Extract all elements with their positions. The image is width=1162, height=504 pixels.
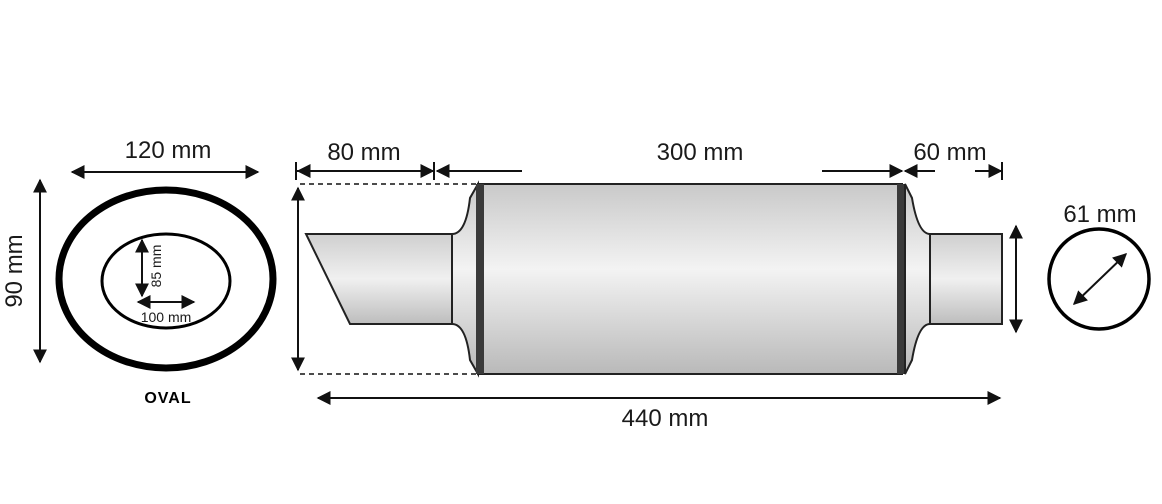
inlet-tip xyxy=(304,233,453,325)
oval-height-label: 90 mm xyxy=(1,234,28,307)
overall-length-label: 440 mm xyxy=(622,405,709,432)
body-right-band xyxy=(897,184,905,374)
oval-outer-ring xyxy=(55,186,277,372)
outlet-diameter-label: 61 mm xyxy=(1063,201,1136,228)
outlet-diameter-arrow xyxy=(1072,253,1128,305)
oval-inner-height-label: 85 mm xyxy=(148,245,164,288)
inlet-cone xyxy=(451,180,479,378)
body-left-band xyxy=(476,184,484,374)
oval-inner-ring xyxy=(100,232,232,330)
body-length-label: 300 mm xyxy=(657,139,744,166)
oval-end-view: 120 mm 90 mm 85 mm 100 mm OVAL xyxy=(1,137,277,407)
oval-width-label: 120 mm xyxy=(125,137,212,164)
outlet-pipe xyxy=(929,233,1003,325)
inlet-length-label: 80 mm xyxy=(327,139,400,166)
oval-inner-width-label: 100 mm xyxy=(141,309,192,325)
outlet-cone xyxy=(904,183,931,375)
outlet-length-label: 60 mm xyxy=(913,139,986,166)
muffler-side-view: 80 mm 300 mm 60 mm 440 mm xyxy=(291,139,1023,432)
muffler-body xyxy=(477,183,903,375)
outlet-end-view: 61 mm xyxy=(1047,201,1151,331)
oval-caption: OVAL xyxy=(144,390,191,407)
